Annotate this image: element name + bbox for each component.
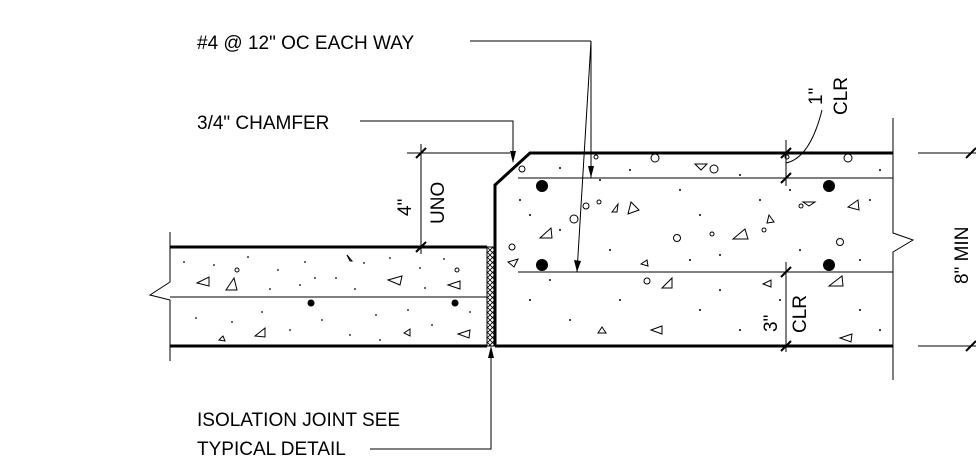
top-clear-dimension <box>780 109 823 186</box>
bottom-clear-note: CLR <box>790 295 811 333</box>
top-clear-leader <box>785 109 823 164</box>
rebar-top-right <box>823 180 835 192</box>
rebar-top-left <box>536 180 548 192</box>
chamfer-label: 3/4" CHAMFER <box>197 113 329 134</box>
step-dim-value: 4" <box>395 199 416 216</box>
isolation-joint-label-line2: TYPICAL DETAIL <box>197 439 346 460</box>
left-rebar-dot-1 <box>307 299 315 307</box>
rebar-bottom-right <box>823 259 835 271</box>
right-break-line <box>892 118 915 380</box>
left-rebar-dot-2 <box>451 299 459 307</box>
right-slab-aggregate <box>506 153 881 343</box>
top-clear-note: CLR <box>831 77 852 115</box>
rebar-bottom-left <box>536 259 548 271</box>
rebar-leader <box>470 40 594 273</box>
chamfer-leader-line <box>360 120 514 162</box>
isolation-joint-leader <box>370 346 494 450</box>
thickness-label: 8" MIN <box>952 227 973 284</box>
top-clear-value: 1" <box>806 88 827 105</box>
step-dim-note: UNO <box>428 182 449 224</box>
right-slab-outline-top <box>493 151 893 346</box>
thickness-dimension <box>918 147 976 352</box>
isolation-leader-line <box>370 348 492 450</box>
rebar-label: #4 @ 12" OC EACH WAY <box>197 33 414 54</box>
right-slab <box>493 118 915 380</box>
left-break-line <box>148 232 171 361</box>
bottom-clear-value: 3" <box>761 315 782 332</box>
isolation-joint-label-line1: ISOLATION JOINT SEE <box>197 410 400 431</box>
step-dimension <box>407 144 510 254</box>
left-slab-aggregate <box>183 254 471 342</box>
chamfer-leader <box>360 120 516 163</box>
left-slab <box>148 232 487 361</box>
bottom-clear-dimension <box>780 262 792 352</box>
